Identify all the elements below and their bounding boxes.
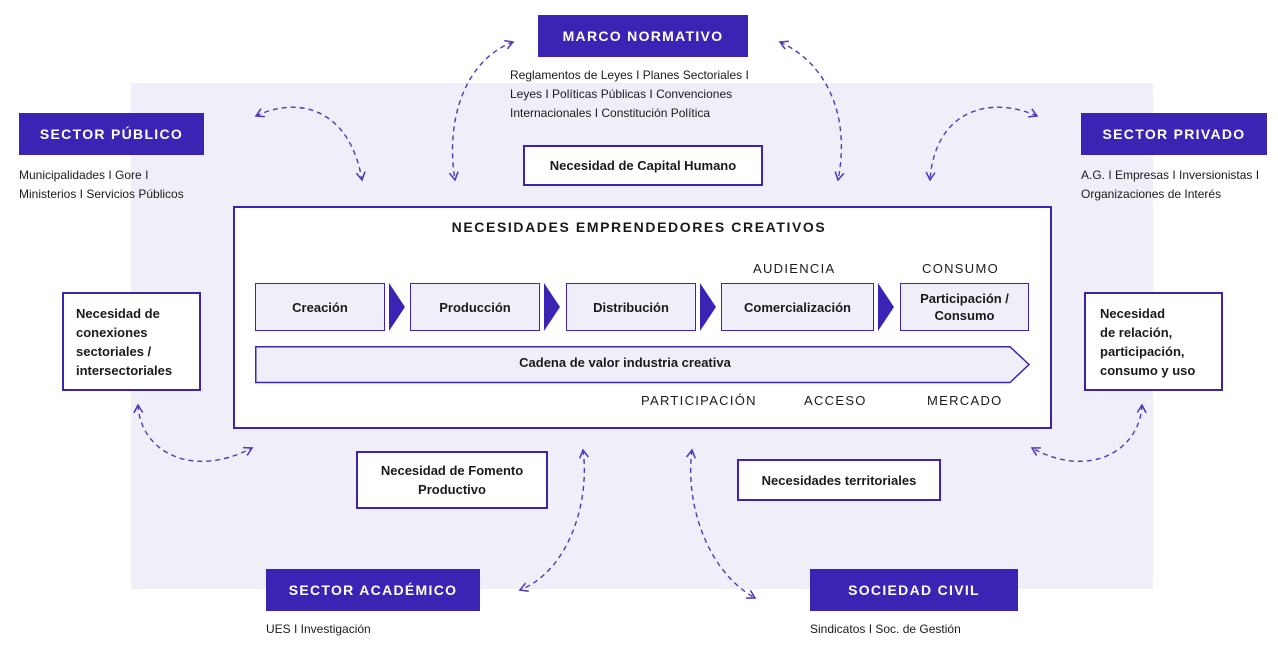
sector-academico: SECTOR ACADÉMICO <box>266 569 480 611</box>
arrow-marco-right <box>778 40 845 182</box>
privado-line: Organizaciones de Interés <box>1081 187 1222 201</box>
publico-line: Municipalidades I Gore I <box>19 168 149 182</box>
sector-privado-description: A.G. I Empresas I Inversionistas I Organ… <box>1081 166 1259 204</box>
need-label: conexiones <box>76 325 148 340</box>
arrow-chevron-icon <box>878 283 894 331</box>
need-label: Necesidad de Capital Humano <box>549 158 737 173</box>
need-label: Productivo <box>418 482 486 497</box>
sector-academico-description: UES I Investigación <box>266 620 371 639</box>
sociedad-civil: SOCIEDAD CIVIL <box>810 569 1018 611</box>
label-mercado: MERCADO <box>927 393 1003 408</box>
arrow-chevron-icon <box>700 283 716 331</box>
central-title: NECESIDADES EMPRENDEDORES CREATIVOS <box>451 219 827 235</box>
need-label: de relación, <box>1100 325 1173 340</box>
need-relacion: Necesidad de relación, participación, co… <box>1084 292 1223 391</box>
step-label: Creación <box>292 299 348 315</box>
sector-marco-normativo: MARCO NORMATIVO <box>538 15 748 57</box>
marco-line: Reglamentos de Leyes I Planes Sectoriale… <box>510 68 749 82</box>
need-capital-humano: Necesidad de Capital Humano <box>523 145 763 186</box>
step-label: Distribución <box>593 299 669 315</box>
label-participacion: PARTICIPACIÓN <box>641 393 757 408</box>
need-label: Necesidad <box>1100 306 1166 321</box>
value-chain-label: Cadena de valor industria creativa <box>519 355 731 370</box>
step-creacion: Creación <box>255 283 385 331</box>
arrow-marco-left <box>448 39 515 182</box>
arrow-publico-bottom <box>133 403 254 463</box>
step-comercializacion: Comercialización <box>721 283 874 331</box>
sector-privado: SECTOR PRIVADO <box>1081 113 1267 155</box>
need-conexiones: Necesidad de conexiones sectoriales / in… <box>62 292 201 391</box>
academico-line: UES I Investigación <box>266 622 371 636</box>
privado-line: A.G. I Empresas I Inversionistas I <box>1081 168 1260 182</box>
need-label: participación, <box>1100 344 1185 359</box>
arrow-privado-center <box>925 106 1039 182</box>
need-fomento-productivo: Necesidad de Fomento Productivo <box>356 451 548 509</box>
label-acceso: ACCESO <box>804 393 867 408</box>
need-label: Necesidad de <box>76 306 160 321</box>
sociedad-line: Sindicatos I Soc. de Gestión <box>810 622 961 636</box>
need-label: Necesidades territoriales <box>761 472 917 488</box>
arrow-academico <box>518 448 590 592</box>
arrow-privado-bottom <box>1030 403 1147 463</box>
step-distribucion: Distribución <box>566 283 696 331</box>
step-participacion-consumo: Participación / Consumo <box>900 283 1029 331</box>
need-label: sectoriales / <box>76 344 152 359</box>
need-label: consumo y uso <box>1100 363 1196 378</box>
need-territoriales: Necesidades territoriales <box>737 459 941 501</box>
publico-line: Ministerios I Servicios Públicos <box>19 187 184 201</box>
marco-line: Leyes I Políticas Públicas I Convencione… <box>510 87 733 101</box>
step-produccion: Producción <box>410 283 540 331</box>
sector-publico: SECTOR PÚBLICO <box>19 113 204 155</box>
label-consumo: CONSUMO <box>922 261 999 276</box>
sociedad-civil-description: Sindicatos I Soc. de Gestión <box>810 620 961 639</box>
arrow-chevron-icon <box>389 283 405 331</box>
label-audiencia: AUDIENCIA <box>753 261 836 276</box>
step-label: Producción <box>439 299 511 315</box>
sector-publico-description: Municipalidades I Gore I Ministerios I S… <box>19 166 184 204</box>
need-label: Necesidad de Fomento <box>380 463 524 478</box>
arrow-publico-center <box>254 106 366 182</box>
step-label: Comercialización <box>744 299 851 315</box>
need-label: intersectoriales <box>76 363 173 378</box>
arrow-chevron-icon <box>544 283 560 331</box>
marco-line: Internacionales I Constitución Política <box>510 106 711 120</box>
step-label: Participación / Consumo <box>920 291 1009 323</box>
value-chain-arrow <box>255 346 1031 384</box>
arrow-sociedad <box>685 448 757 599</box>
marco-normativo-description: Reglamentos de Leyes I Planes Sectoriale… <box>510 66 749 123</box>
